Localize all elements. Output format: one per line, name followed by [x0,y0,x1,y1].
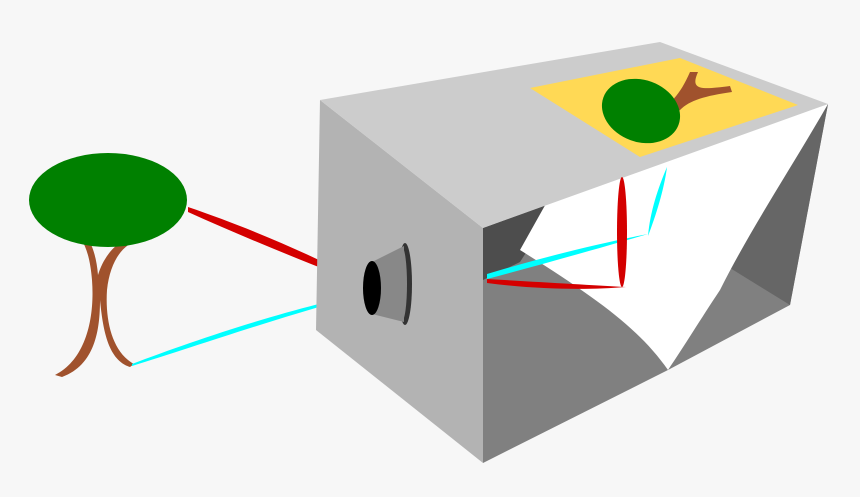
projected-tree-foliage [601,78,681,144]
cyan-image-bar [648,167,667,236]
pinhole-lens [363,243,412,325]
lens-barrel [372,246,404,322]
lens-face [397,247,407,321]
red-image-bar [617,177,627,287]
inner-red-ray [487,279,626,289]
lens-aperture [363,261,381,315]
box-interior-right-wall [730,104,828,305]
projection-screen [520,104,828,370]
tree-foliage [29,153,187,247]
tree-object [29,153,187,377]
tree-trunk [55,226,138,377]
inner-cyan-ray [487,234,648,279]
